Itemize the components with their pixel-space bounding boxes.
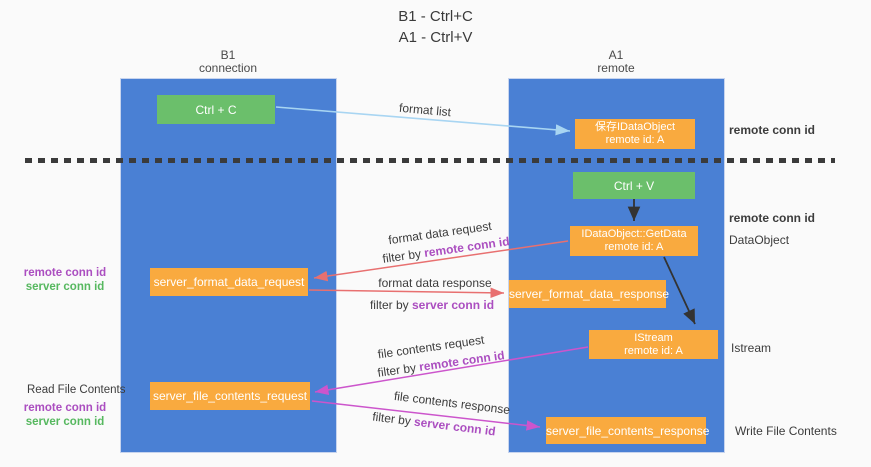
- node-idataobject-getdata: IDataObject::GetData remote id: A: [570, 226, 698, 256]
- server-conn-id-text-1: server conn id: [412, 298, 495, 312]
- lane-a1-title: A1: [608, 48, 624, 62]
- save-idataobject-line1: 保存IDataObject: [594, 121, 676, 133]
- lane-a1-subtitle: remote: [597, 61, 635, 75]
- node-istream: IStream remote id: A: [589, 330, 718, 359]
- node-ctrl-v: Ctrl + V: [573, 172, 695, 199]
- left-conn-id-legend-2: remote conn id server conn id: [13, 401, 117, 429]
- getdata-line1: IDataObject::GetData: [581, 228, 687, 240]
- title-line-b1: B1 - Ctrl+C: [398, 8, 473, 25]
- left-read-file-contents-label: Read File Contents: [27, 384, 126, 396]
- sync-divider: [25, 158, 835, 163]
- node-server-format-data-request: server_format_data_request: [150, 268, 308, 296]
- server-format-data-response-label: server_format_data_response: [509, 287, 670, 301]
- lane-b1-subtitle: connection: [198, 61, 258, 75]
- label-filter-server-1: filter by server conn id: [370, 298, 494, 312]
- istream-line1: IStream: [634, 331, 673, 344]
- page-title: B1 - Ctrl+C A1 - Ctrl+V: [0, 6, 871, 48]
- node-server-file-contents-request: server_file_contents_request: [150, 382, 310, 410]
- node-server-format-data-response: server_format_data_response: [509, 280, 670, 308]
- save-idataobject-line2: remote id: A: [605, 134, 665, 146]
- left-conn-id-legend-1: remote conn id server conn id: [13, 266, 117, 294]
- left-remote-conn-id-1: remote conn id: [23, 267, 107, 279]
- edge-getdata-to-istream: [663, 256, 696, 325]
- title-line-a1: A1 - Ctrl+V: [398, 29, 473, 46]
- node-ctrl-c: Ctrl + C: [157, 95, 275, 124]
- node-save-idataobject: 保存IDataObject remote id: A: [575, 119, 695, 149]
- istream-line2: remote id: A: [624, 344, 683, 357]
- right-dataobject-label: DataObject: [729, 233, 790, 247]
- left-server-conn-id-1: server conn id: [25, 281, 105, 293]
- getdata-line2: remote id: A: [604, 241, 664, 253]
- edge-format-data-response: [308, 287, 505, 299]
- right-istream-label: Istream: [731, 341, 772, 355]
- lane-b1-title: B1: [220, 48, 236, 62]
- label-format-data-response: format data response: [378, 276, 492, 290]
- ctrl-c-label: Ctrl + C: [195, 102, 237, 117]
- edge-file-contents-request: [314, 346, 589, 395]
- left-server-conn-id-2: server conn id: [25, 416, 105, 428]
- edge-file-contents-response: [311, 400, 541, 431]
- lane-header-a1: A1 remote: [556, 49, 676, 75]
- node-server-file-contents-response: server_file_contents_response: [546, 417, 710, 444]
- filter-by-text-2: filter by: [369, 298, 409, 312]
- lane-header-b1: B1 connection: [168, 49, 288, 75]
- right-remote-conn-id-1: remote conn id: [729, 123, 816, 137]
- right-write-file-contents-label: Write File Contents: [735, 424, 837, 438]
- edge-format-list: [275, 106, 571, 136]
- left-remote-conn-id-2: remote conn id: [23, 402, 107, 414]
- edge-format-data-request: [313, 240, 569, 282]
- server-format-data-request-label: server_format_data_request: [153, 275, 305, 289]
- ctrl-v-label: Ctrl + V: [613, 178, 655, 193]
- server-file-contents-request-label: server_file_contents_request: [152, 389, 308, 403]
- right-remote-conn-id-2: remote conn id: [729, 211, 816, 225]
- server-file-contents-response-label: server_file_contents_response: [546, 423, 710, 438]
